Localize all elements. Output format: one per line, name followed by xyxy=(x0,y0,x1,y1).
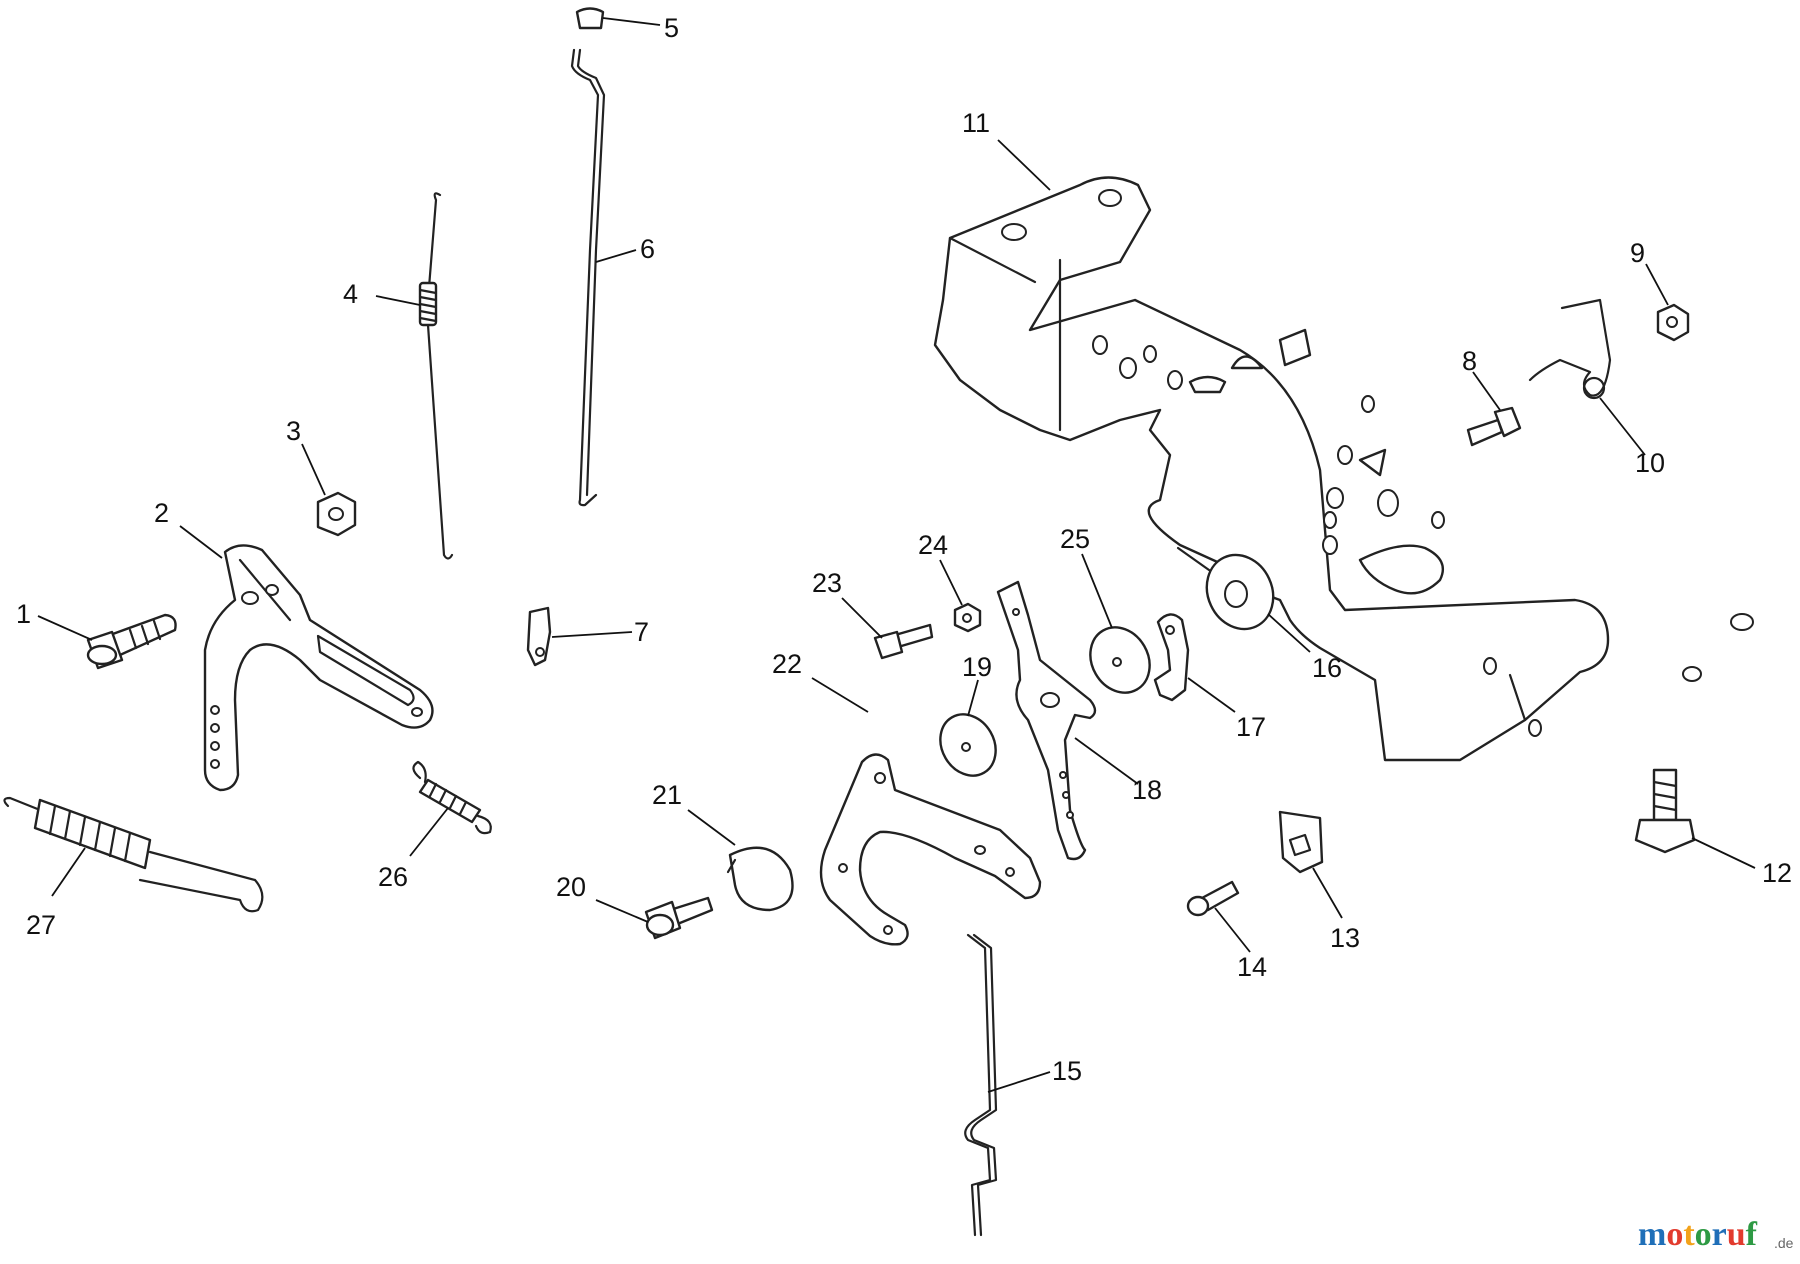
watermark-letter: m xyxy=(1638,1216,1666,1253)
leader-lines xyxy=(37,17,1756,1093)
part-1-shoulder-bolt xyxy=(86,613,177,670)
callout-10: 10 xyxy=(1635,448,1665,478)
callout-14: 14 xyxy=(1237,952,1267,982)
part-11-mounting-bracket xyxy=(933,176,1754,762)
callout-18: 18 xyxy=(1132,775,1162,805)
watermark-logo: motoruf .de xyxy=(1638,1216,1794,1253)
part-15-lower-rod xyxy=(964,933,998,1237)
callout-5: 5 xyxy=(664,13,679,43)
part-24-nut xyxy=(953,602,982,633)
callout-26: 26 xyxy=(378,862,408,892)
callout-17: 17 xyxy=(1236,712,1266,742)
part-10-torsion-spring xyxy=(1528,298,1612,400)
callout-13: 13 xyxy=(1330,923,1360,953)
part-14-small-bolt xyxy=(1186,880,1240,917)
callout-20: 20 xyxy=(556,872,586,902)
part-8-flange-bolt xyxy=(1466,406,1522,447)
part-3-flange-nut xyxy=(316,491,357,537)
part-7-cable-clip xyxy=(526,606,552,667)
watermark-letter: t xyxy=(1683,1216,1695,1253)
part-6-control-rod xyxy=(570,48,606,507)
watermark-letter: u xyxy=(1727,1216,1746,1253)
part-16-pulley xyxy=(1205,553,1275,631)
part-20-flange-bolt xyxy=(644,896,714,940)
part-19-washer xyxy=(939,713,997,777)
part-9-nut xyxy=(1656,303,1690,342)
callout-24: 24 xyxy=(918,530,948,560)
part-13-retaining-clip xyxy=(1278,810,1324,874)
part-23-bolt xyxy=(873,623,934,660)
callout-25: 25 xyxy=(1060,524,1090,554)
watermark-letter: o xyxy=(1695,1216,1712,1253)
part-4-cable-spring xyxy=(418,192,454,560)
part-27-long-spring xyxy=(3,796,264,913)
callout-2: 2 xyxy=(154,498,169,528)
part-17-clip xyxy=(1153,613,1190,702)
watermark-tld: .de xyxy=(1774,1235,1794,1251)
callout-9: 9 xyxy=(1630,238,1645,268)
part-21-eccentric-washer xyxy=(726,846,794,912)
part-2-control-arm xyxy=(203,544,434,792)
watermark-letter: f xyxy=(1746,1216,1758,1253)
part-18-lever-plate xyxy=(996,580,1097,861)
callout-1: 1 xyxy=(16,599,31,629)
watermark-letter: o xyxy=(1666,1216,1683,1253)
callout-labels: 1 2 3 4 5 6 7 8 9 10 11 12 13 14 15 16 1… xyxy=(16,13,1792,1086)
callout-12: 12 xyxy=(1762,858,1792,888)
part-22-control-arm xyxy=(819,753,1042,946)
callout-8: 8 xyxy=(1462,346,1477,376)
callout-22: 22 xyxy=(772,649,802,679)
callout-27: 27 xyxy=(26,910,56,940)
watermark-letter: r xyxy=(1712,1216,1727,1253)
callout-3: 3 xyxy=(286,416,301,446)
watermark-text: motoruf xyxy=(1638,1216,1758,1253)
callout-23: 23 xyxy=(812,568,842,598)
part-25-washer xyxy=(1089,626,1151,694)
callout-6: 6 xyxy=(640,234,655,264)
callout-19: 19 xyxy=(962,652,992,682)
part-5-push-nut xyxy=(575,7,605,30)
callout-21: 21 xyxy=(652,780,682,810)
callout-7: 7 xyxy=(634,617,649,647)
callout-11: 11 xyxy=(962,108,990,138)
part-12-hex-bolt xyxy=(1634,768,1696,854)
callout-15: 15 xyxy=(1052,1056,1082,1086)
part-26-small-spring xyxy=(412,760,492,835)
callout-16: 16 xyxy=(1312,653,1342,683)
callout-4: 4 xyxy=(343,279,358,309)
